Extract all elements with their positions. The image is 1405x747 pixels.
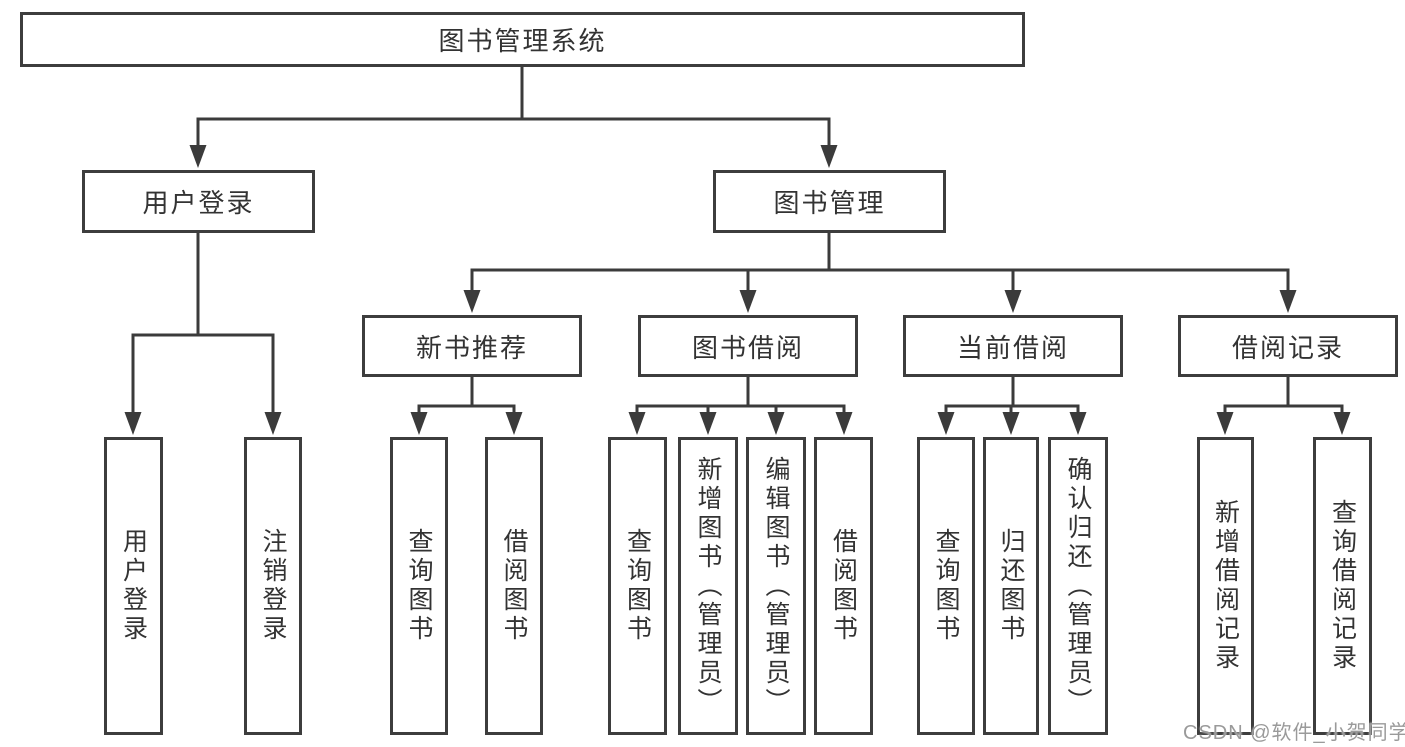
leaf-borrow-books-recommend: 借阅图书 — [485, 437, 543, 735]
leaf-logout-login-label: 注销登录 — [259, 528, 287, 644]
node-library-system: 图书管理系统 — [20, 12, 1025, 67]
leaf-borrow-books-borrowing: 借阅图书 — [814, 437, 873, 735]
watermark: CSDN @软件_小贺同学 — [1183, 722, 1405, 744]
leaf-return-books: 归还图书 — [983, 437, 1039, 735]
leaf-query-books-recommend-label: 查询图书 — [405, 528, 433, 644]
leaf-add-book-admin: 新增图书（管理员） — [678, 437, 738, 735]
leaf-borrow-books-borrowing-label: 借阅图书 — [829, 528, 858, 644]
leaf-query-borrow-record-label: 查询借阅记录 — [1328, 499, 1357, 673]
leaf-confirm-return-admin-label: 确认归还（管理员） — [1064, 455, 1092, 717]
leaf-edit-book-admin: 编辑图书（管理员） — [746, 437, 806, 735]
leaf-add-borrow-record-label: 新增借阅记录 — [1211, 499, 1240, 673]
node-current-borrowing: 当前借阅 — [903, 315, 1123, 377]
leaf-user-login-label: 用户登录 — [119, 528, 148, 644]
leaf-confirm-return-admin: 确认归还（管理员） — [1048, 437, 1108, 735]
leaf-edit-book-admin-label: 编辑图书（管理员） — [762, 455, 790, 717]
leaf-logout-login: 注销登录 — [244, 437, 302, 735]
leaf-add-book-admin-label: 新增图书（管理员） — [694, 455, 722, 717]
node-book-management: 图书管理 — [713, 170, 946, 233]
leaf-query-books-current-label: 查询图书 — [932, 528, 960, 644]
leaf-return-books-label: 归还图书 — [997, 528, 1025, 644]
leaf-borrow-books-recommend-label: 借阅图书 — [500, 528, 528, 644]
node-new-book-recommendation: 新书推荐 — [362, 315, 582, 377]
leaf-query-borrow-record: 查询借阅记录 — [1313, 437, 1372, 735]
leaf-query-books-recommend: 查询图书 — [390, 437, 448, 735]
leaf-query-books-current: 查询图书 — [917, 437, 975, 735]
leaf-query-books-borrowing: 查询图书 — [608, 437, 667, 735]
node-user-login: 用户登录 — [82, 170, 315, 233]
node-book-borrowing: 图书借阅 — [638, 315, 858, 377]
leaf-query-books-borrowing-label: 查询图书 — [623, 528, 652, 644]
leaf-user-login: 用户登录 — [104, 437, 163, 735]
node-borrowing-records: 借阅记录 — [1178, 315, 1398, 377]
leaf-add-borrow-record: 新增借阅记录 — [1197, 437, 1254, 735]
